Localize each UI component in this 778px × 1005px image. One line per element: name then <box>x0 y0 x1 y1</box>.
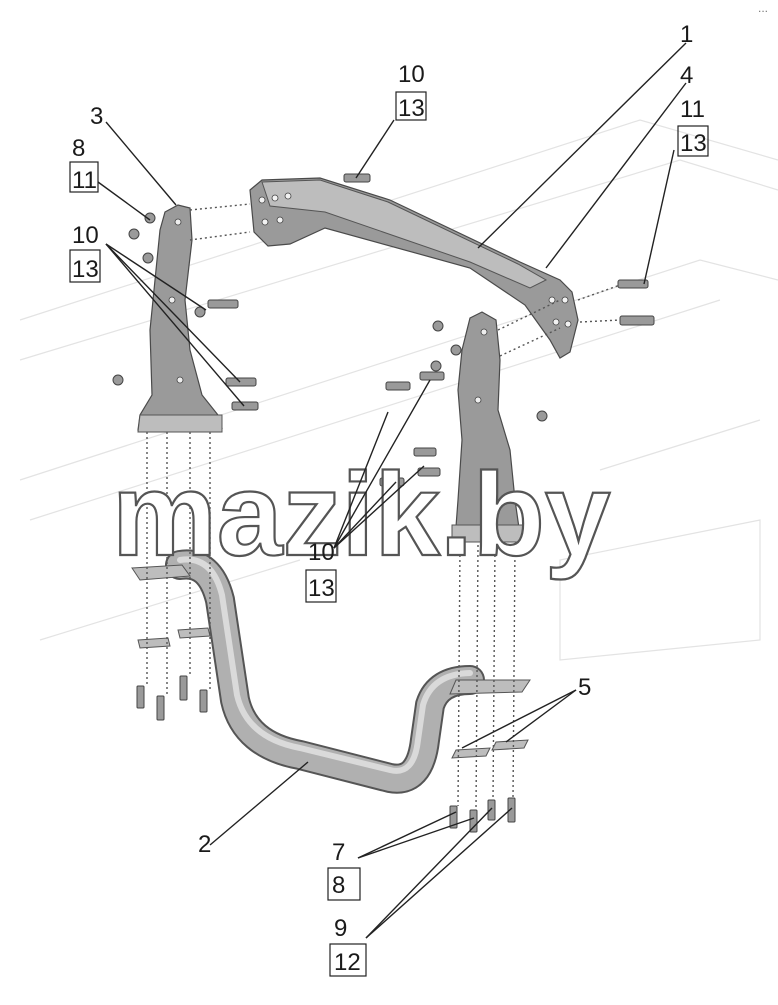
callout-label: 3 <box>90 103 103 130</box>
callout-label: 1 <box>680 21 693 48</box>
assembly-guides <box>146 203 621 811</box>
callout-bottom: 13 <box>308 575 335 602</box>
callout-9-12: 9 12 <box>329 915 367 977</box>
callout-box <box>305 569 337 603</box>
callout-top: 10 <box>308 539 335 566</box>
bolts-and-nuts <box>112 173 655 833</box>
callout-10-13-mid: 10 13 <box>305 539 337 603</box>
callout-bottom: 12 <box>334 949 361 976</box>
callout-top: 9 <box>334 915 347 942</box>
callout-1: 1 <box>680 21 693 48</box>
callout-bottom: 8 <box>332 872 345 899</box>
callout-box <box>329 943 367 977</box>
callout-8-11: 8 11 <box>69 135 99 194</box>
callout-7-8: 7 8 <box>327 839 361 901</box>
callout-bottom: 13 <box>72 256 99 283</box>
callout-label: 2 <box>198 831 211 858</box>
callout-box <box>69 249 101 283</box>
right-bracket-part <box>451 311 529 543</box>
callout-2: 2 <box>198 831 211 858</box>
callout-box <box>395 91 427 121</box>
watermark-text: mazik.by <box>112 449 610 581</box>
callout-4: 4 <box>680 62 693 89</box>
callout-5: 5 <box>578 674 591 701</box>
callout-box <box>327 867 361 901</box>
callout-top: 8 <box>72 135 85 162</box>
left-bracket-part <box>137 204 223 433</box>
callout-11-13: 11 13 <box>677 96 709 157</box>
lower-bent-tube-part <box>165 549 485 794</box>
callout-box <box>677 125 709 157</box>
callout-bottom: 11 <box>72 167 97 194</box>
callout-bottom: 13 <box>680 130 707 157</box>
corner-mark: ... <box>758 1 768 15</box>
callout-label: 4 <box>680 62 693 89</box>
callout-top: 11 <box>680 96 705 123</box>
callout-10-13-top: 10 13 <box>395 61 427 122</box>
callout-3: 3 <box>90 103 103 130</box>
callout-top: 7 <box>332 839 345 866</box>
callout-label: 5 <box>578 674 591 701</box>
callout-box <box>69 161 99 193</box>
callout-top: 10 <box>72 222 99 249</box>
upper-crossbar-part <box>249 177 579 359</box>
leader-lines <box>97 42 687 939</box>
callout-bottom: 13 <box>398 95 425 122</box>
callout-10-13-left: 10 13 <box>69 222 101 283</box>
callout-top: 10 <box>398 61 425 88</box>
